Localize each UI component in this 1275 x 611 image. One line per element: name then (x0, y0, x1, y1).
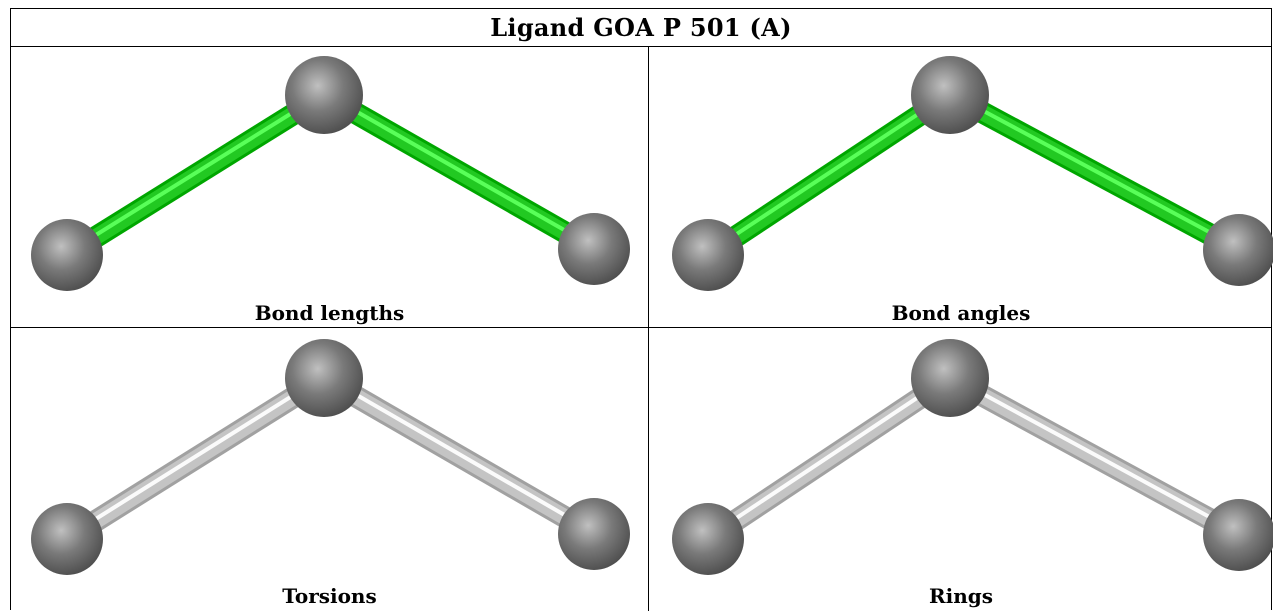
atom-right (1203, 214, 1273, 286)
molecule-torsions (31, 339, 630, 575)
atom-center (285, 339, 363, 417)
figure-title: Ligand GOA P 501 (A) (490, 13, 792, 42)
bond-right (318, 368, 600, 544)
panel-bond-lengths: Bond lengths (11, 47, 648, 327)
atom-left (672, 219, 744, 291)
bond-right (944, 85, 1245, 260)
atom-left (672, 503, 744, 575)
atom-center (285, 56, 363, 134)
bond-left (701, 85, 957, 265)
panel-rings: Rings (649, 328, 1273, 611)
bond-left (61, 368, 330, 549)
molecule-bond-lengths (31, 56, 630, 291)
bond-right (318, 85, 600, 259)
atom-left (31, 219, 103, 291)
bond-left (701, 368, 957, 549)
panel-caption-torsions: Torsions (282, 584, 377, 608)
bond-right (944, 368, 1245, 545)
panel-divider-vertical (648, 47, 649, 611)
panel-torsions: Torsions (11, 328, 648, 611)
panel-caption-bond-lengths: Bond lengths (254, 301, 405, 325)
atom-right (1203, 499, 1273, 571)
figure-table: Ligand GOA P 501 (A) Bond lengths Bond a… (10, 8, 1273, 611)
bond-left (61, 85, 330, 265)
molecule-rings (672, 339, 1273, 575)
atom-left (31, 503, 103, 575)
panel-caption-bond-angles: Bond angles (891, 301, 1031, 325)
atom-right (558, 213, 630, 285)
panel-caption-rings: Rings (928, 584, 993, 608)
panel-divider-horizontal (11, 327, 1271, 328)
title-row: Ligand GOA P 501 (A) (11, 9, 1271, 47)
molecule-bond-angles (672, 56, 1273, 291)
atom-center (911, 339, 989, 417)
atom-center (911, 56, 989, 134)
panel-bond-angles: Bond angles (649, 47, 1273, 327)
atom-right (558, 498, 630, 570)
